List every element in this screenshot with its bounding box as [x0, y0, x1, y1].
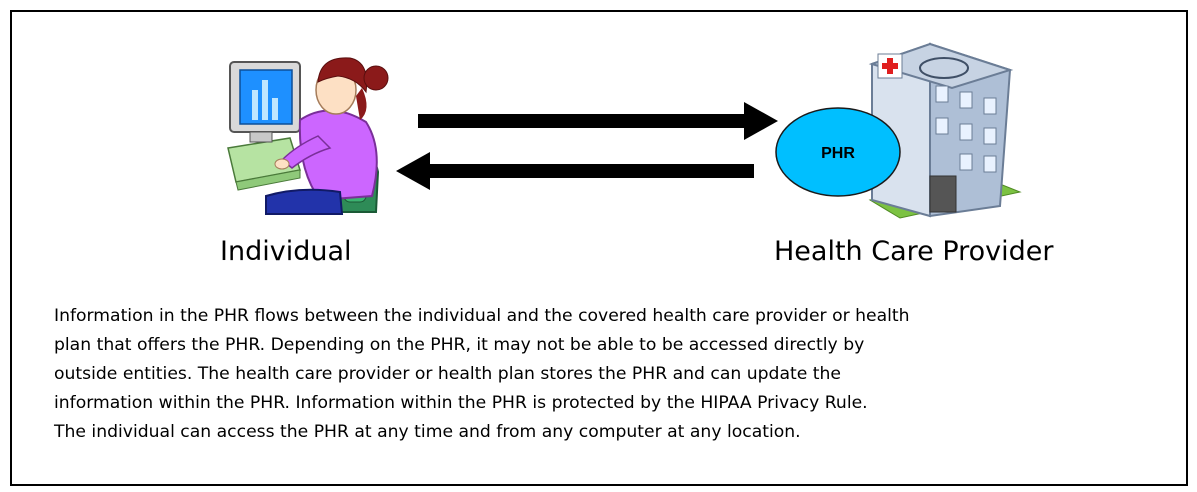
- hospital-building-icon: [868, 42, 1022, 219]
- arrow-phr-to-individual: [396, 152, 754, 190]
- arrow-individual-to-phr: [418, 102, 778, 140]
- description-line: Information in the PHR flows between the…: [54, 306, 910, 326]
- phr-flow-diagram: PHR: [227, 42, 1022, 219]
- person-at-computer-icon: [227, 57, 389, 215]
- description-line: plan that offers the PHR. Depending on t…: [54, 335, 865, 355]
- description-line: The individual can access the PHR at any…: [54, 422, 801, 442]
- description-line: outside entities. The health care provid…: [54, 364, 841, 384]
- phr-bubble-label: PHR: [821, 145, 855, 162]
- health-care-provider-label: Health Care Provider: [774, 236, 1054, 267]
- description-paragraph: Information in the PHR flows between the…: [54, 302, 1174, 447]
- phr-bubble: PHR: [775, 107, 901, 197]
- description-line: information within the PHR. Information …: [54, 393, 868, 413]
- individual-label: Individual: [220, 236, 352, 267]
